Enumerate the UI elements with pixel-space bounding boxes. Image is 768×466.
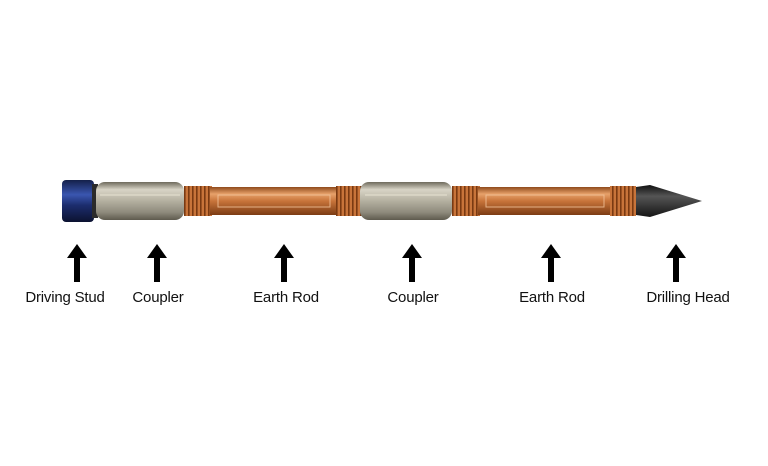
earth-rod-part-2 [478, 187, 612, 215]
arrow-up-icon [67, 244, 87, 282]
arrow-up-icon [274, 244, 294, 282]
thread-1 [184, 186, 212, 216]
thread-2 [336, 186, 362, 216]
arrow-up-icon [666, 244, 686, 282]
label-drilling-head: Drilling Head [646, 289, 730, 306]
label-earth-rod-2: Earth Rod [519, 289, 585, 306]
label-earth-rod-1: Earth Rod [253, 289, 319, 306]
thread-3 [452, 186, 480, 216]
label-coupler-2: Coupler [387, 289, 439, 306]
driving-stud-part [62, 180, 98, 222]
label-driving-stud: Driving Stud [25, 289, 105, 306]
arrow-up-icon [541, 244, 561, 282]
thread-4 [610, 186, 636, 216]
earth-rod-part-1 [210, 187, 338, 215]
drilling-head-part [636, 185, 702, 217]
label-coupler-1: Coupler [132, 289, 184, 306]
coupler-part-1 [96, 182, 184, 220]
arrow-up-icon [147, 244, 167, 282]
coupler-part-2 [360, 182, 452, 220]
arrow-up-icon [402, 244, 422, 282]
